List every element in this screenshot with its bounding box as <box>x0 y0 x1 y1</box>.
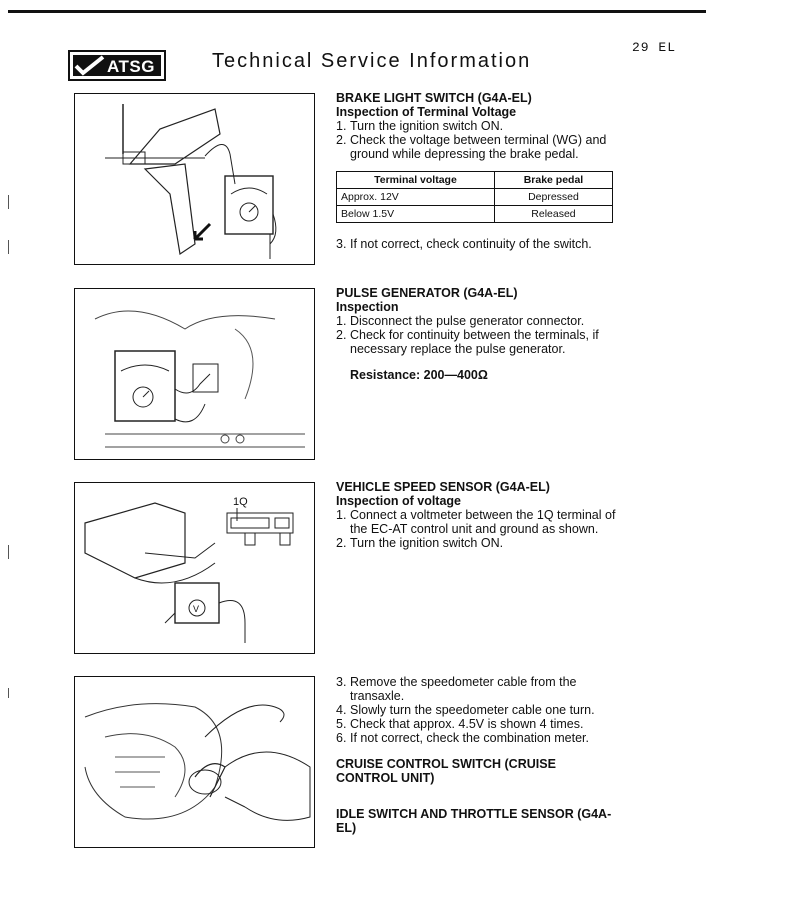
section-title: VEHICLE SPEED SENSOR (G4A-EL) <box>336 480 550 494</box>
vehicle-speed-sensor-figure: 1Q V <box>74 482 315 654</box>
step-number: 6. <box>336 731 347 745</box>
table-row: Approx. 12V Depressed <box>336 188 614 206</box>
list-item: 6.If not correct, check the combination … <box>336 731 616 745</box>
step-text: Turn the ignition switch ON. <box>350 119 504 133</box>
step-text: Slowly turn the speedometer cable one tu… <box>350 703 595 717</box>
step-number: 1. <box>336 314 347 328</box>
table-cell: Approx. 12V <box>336 188 495 206</box>
list-item: 5.Check that approx. 4.5V is shown 4 tim… <box>336 717 616 731</box>
pulse-generator-illustration <box>94 310 305 448</box>
step-text: Check the voltage between terminal (WG) … <box>350 133 607 161</box>
step-text: Connect a voltmeter between the 1Q termi… <box>350 508 616 536</box>
list-item: 2.Turn the ignition switch ON. <box>336 536 616 550</box>
voltmeter-symbol: V <box>193 604 199 614</box>
step-number: 2. <box>336 328 347 342</box>
resistance-spec: Resistance: 200—400Ω <box>350 368 488 382</box>
brake-switch-section: BRAKE LIGHT SWITCH (G4A-EL) Inspection o… <box>336 91 616 251</box>
list-item: 4.Slowly turn the speedometer cable one … <box>336 703 616 717</box>
table-cell: Released <box>493 205 614 223</box>
table-row: Below 1.5V Released <box>336 205 614 223</box>
list-item: 1.Turn the ignition switch ON. <box>336 119 616 133</box>
terminal-voltage-table: Terminal voltage Brake pedal Approx. 12V… <box>336 171 614 223</box>
step-number: 2. <box>336 133 347 147</box>
logo-text: ATSG <box>107 57 155 76</box>
header-rule <box>8 10 706 13</box>
list-item: 2.Check the voltage between terminal (WG… <box>336 133 616 161</box>
checkmark-icon <box>74 55 105 76</box>
step-text: If not correct, check continuity of the … <box>350 237 592 251</box>
table-cell: Depressed <box>493 188 614 206</box>
list-item: 2.Check for continuity between the termi… <box>336 328 616 356</box>
margin-mark <box>8 240 9 254</box>
margin-mark <box>8 545 9 559</box>
column-header: Terminal voltage <box>336 171 495 189</box>
brake-pedal-illustration <box>105 104 277 259</box>
step-number: 5. <box>336 717 347 731</box>
section-subtitle: Inspection of voltage <box>336 494 462 508</box>
section-title: CRUISE CONTROL SWITCH (CRUISE CONTROL UN… <box>336 757 556 785</box>
transaxle-illustration <box>84 703 311 821</box>
step-number: 1. <box>336 508 347 522</box>
list-item: 3.Remove the speedometer cable from the … <box>336 675 616 703</box>
section-title: PULSE GENERATOR (G4A-EL) <box>336 286 518 300</box>
step-number: 1. <box>336 119 347 133</box>
pulse-generator-figure <box>74 288 315 460</box>
section-subtitle: Inspection of Terminal Voltage <box>336 105 517 119</box>
pulse-generator-section: PULSE GENERATOR (G4A-EL) Inspection 1.Di… <box>336 286 616 382</box>
step-number: 3. <box>336 675 347 689</box>
step-number: 4. <box>336 703 347 717</box>
column-header: Brake pedal <box>493 171 614 189</box>
step-text: Check for continuity between the termina… <box>350 328 599 356</box>
brake-switch-figure <box>74 93 315 265</box>
list-item: 1.Connect a voltmeter between the 1Q ter… <box>336 508 616 536</box>
margin-mark <box>8 688 9 698</box>
control-unit-illustration: 1Q V <box>84 496 294 643</box>
step-text: Check that approx. 4.5V is shown 4 times… <box>350 717 584 731</box>
step-text: Remove the speedometer cable from the tr… <box>350 675 577 703</box>
table-header-row: Terminal voltage Brake pedal <box>336 171 614 189</box>
speedometer-cable-section: 3.Remove the speedometer cable from the … <box>336 675 616 835</box>
vehicle-speed-sensor-section: VEHICLE SPEED SENSOR (G4A-EL) Inspection… <box>336 480 616 550</box>
terminal-label: 1Q <box>233 496 248 508</box>
step-number: 2. <box>336 536 347 550</box>
page-title: Technical Service Information <box>212 50 532 72</box>
section-subtitle: Inspection <box>336 300 399 314</box>
list-item: 1.Disconnect the pulse generator connect… <box>336 314 616 328</box>
section-title: IDLE SWITCH AND THROTTLE SENSOR (G4A-EL) <box>336 807 612 835</box>
atsg-logo: ATSG <box>68 50 166 81</box>
step-text: Disconnect the pulse generator connector… <box>350 314 585 328</box>
speedometer-cable-figure <box>74 676 315 848</box>
step-number: 3. <box>336 237 347 251</box>
step-text: If not correct, check the combination me… <box>350 731 590 745</box>
logo-badge: ATSG <box>73 55 161 76</box>
step-text: Turn the ignition switch ON. <box>350 536 504 550</box>
list-item: 3.If not correct, check continuity of th… <box>336 237 616 251</box>
table-cell: Below 1.5V <box>336 205 495 223</box>
page-number: 29 EL <box>632 40 677 55</box>
section-title: BRAKE LIGHT SWITCH (G4A-EL) <box>336 91 532 105</box>
margin-mark <box>8 195 9 209</box>
